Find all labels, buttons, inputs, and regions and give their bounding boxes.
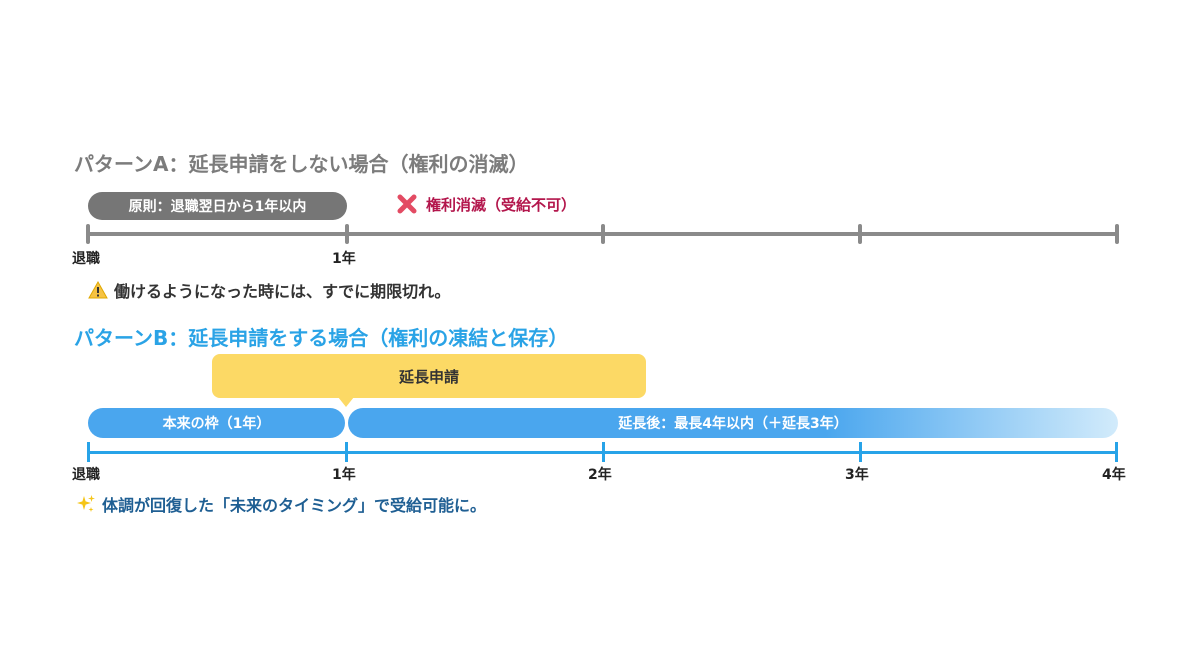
rights-expired-label: 権利消滅（受給不可） (426, 195, 577, 214)
timeline-b-label-3y: 3年 (845, 467, 869, 483)
pattern-a-note: 働けるようになった時には、すでに期限切れ。 (88, 278, 450, 302)
sparkles-icon (77, 495, 95, 512)
timeline-b-label-2y: 2年 (588, 467, 612, 483)
timeline-a-tick-0 (86, 224, 90, 244)
timeline-b-tick-0 (87, 442, 90, 462)
pattern-b-note-text: 体調が回復した「未来のタイミング」で受給可能に。 (102, 496, 487, 515)
timeline-b-tick-4 (1115, 442, 1118, 462)
rights-expired-marker: 権利消滅（受給不可） (396, 193, 576, 215)
pattern-b-title: パターンB：延長申請をする場合（権利の凍結と保存） (74, 326, 569, 350)
timeline-b-tick-1 (345, 442, 348, 462)
timeline-a-tick-4 (1115, 224, 1119, 244)
timeline-a-label-1y: 1年 (332, 251, 356, 267)
timeline-a-tick-3 (858, 224, 862, 244)
timeline-a-label-retire: 退職 (72, 251, 100, 267)
timeline-b-tick-2 (602, 442, 605, 462)
callout-pointer (338, 397, 354, 407)
timeline-b-label-1y: 1年 (332, 467, 356, 483)
extension-application-callout: 延長申請 (212, 354, 646, 398)
principle-period-label: 原則：退職翌日から1年以内 (128, 199, 307, 215)
timeline-b-tick-3 (859, 442, 862, 462)
principle-period-pill: 原則：退職翌日から1年以内 (88, 192, 347, 220)
extension-application-label: 延長申請 (398, 367, 459, 386)
timeline-a-tick-1 (345, 224, 349, 244)
pattern-b-note: 体調が回復した「未来のタイミング」で受給可能に。 (76, 492, 486, 516)
timeline-b-label-retire: 退職 (72, 467, 100, 483)
timeline-a-tick-2 (601, 224, 605, 244)
original-period-label: 本来の枠（1年） (162, 416, 271, 432)
original-period-bar: 本来の枠（1年） (88, 408, 345, 438)
extended-period-bar: 延長後：最長4年以内（＋延長3年） (348, 408, 1118, 438)
pattern-a-note-text: 働けるようになった時には、すでに期限切れ。 (114, 282, 451, 301)
pattern-a-title: パターンA：延長申請をしない場合（権利の消滅） (74, 152, 529, 176)
red-cross-icon (397, 194, 417, 214)
warning-icon (88, 281, 108, 299)
extended-period-label: 延長後：最長4年以内（＋延長3年） (618, 416, 848, 432)
timeline-b-label-4y: 4年 (1102, 467, 1126, 483)
